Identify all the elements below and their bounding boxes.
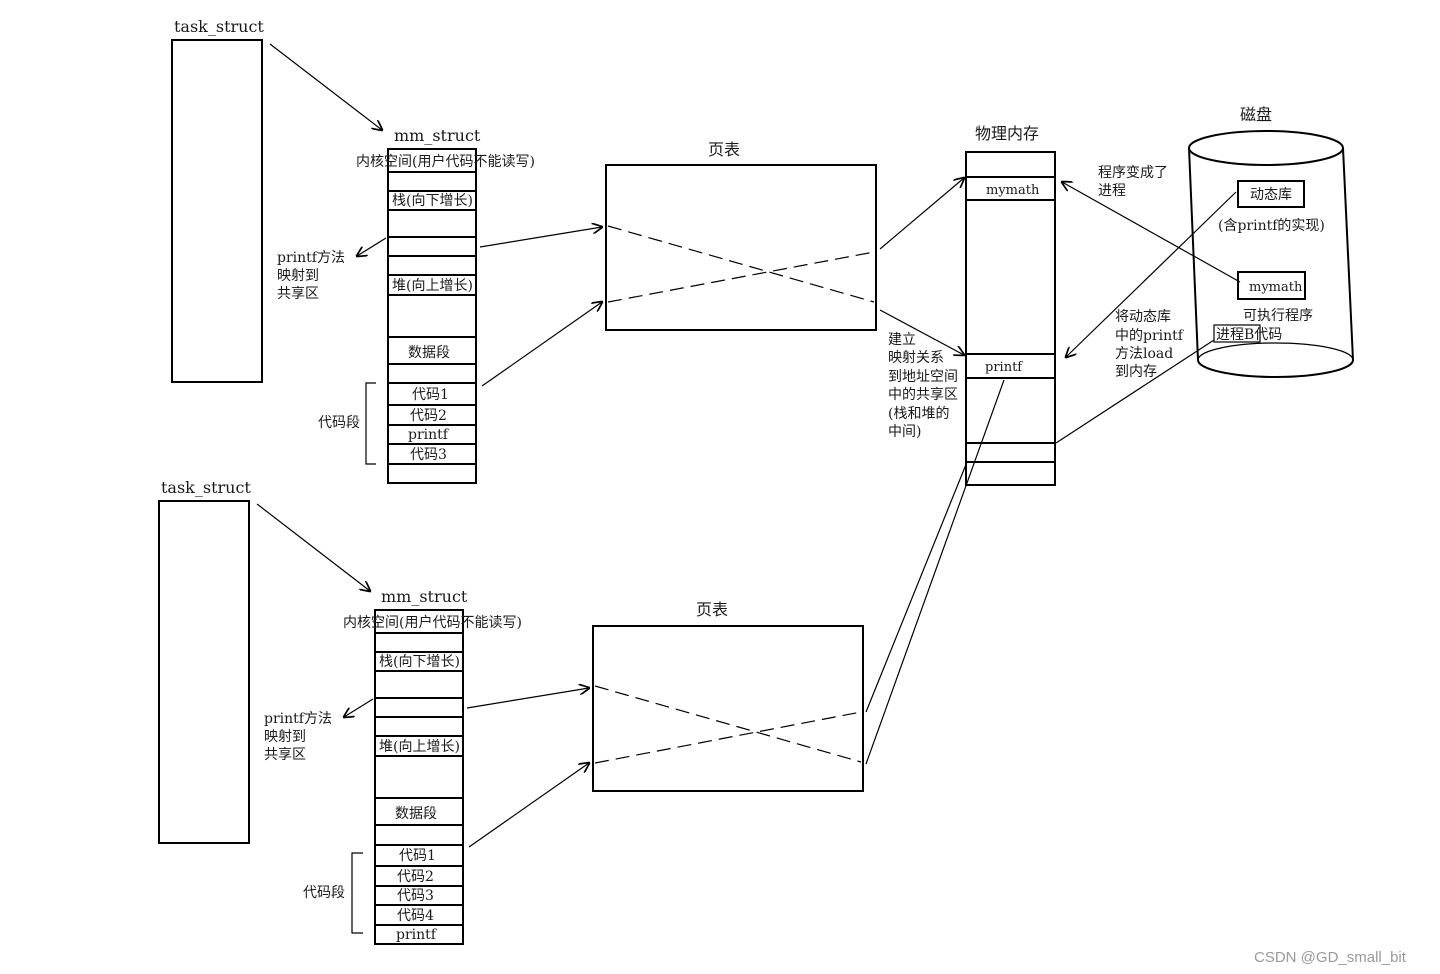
physical-memory-box [965, 151, 1056, 486]
mm-to-pagetable-a-arrow-2 [481, 302, 602, 387]
mm-to-pagetable-b-arrow-2 [468, 763, 589, 848]
task-struct-b-box [158, 500, 250, 844]
code-row-b-2: 代码2 [397, 869, 434, 885]
mm-struct-a-label: mm_struct [394, 126, 481, 145]
stack-b-label: 栈(向下增长) [379, 654, 460, 670]
dynlib-load-arrow [1066, 191, 1237, 357]
shared-note-b-3: 共享区 [264, 746, 306, 763]
page-table-b-label: 页表 [696, 600, 728, 619]
mm-struct-b-box [374, 609, 464, 945]
disk-dynlib-box [1237, 180, 1305, 208]
task-struct-b-label: task_struct [161, 478, 251, 497]
task-to-mm-b-arrow [256, 503, 370, 591]
shared-a-arrow [357, 237, 387, 256]
page-table-b-dash-1 [594, 685, 862, 763]
process-a: task_struct mm_struct 内核空间(用户代码不能读写) 栈(向… [171, 17, 964, 484]
memory-printf-label: printf [985, 360, 1023, 375]
load-note-4: 到内存 [1115, 364, 1157, 380]
pagetable-a-to-printf-arrow [879, 309, 964, 355]
disk-dynlib-label: 动态库 [1250, 187, 1292, 203]
cross-arrows: 程序变成了 进程 将动态库 中的printf 方法load 到内存 [1055, 165, 1241, 444]
mm-struct-b-label: mm_struct [381, 587, 468, 606]
heap-a-label: 堆(向上增长) [392, 278, 473, 294]
page-table-a-dash-2 [607, 251, 875, 303]
data-segment-a-label: 数据段 [408, 345, 450, 361]
code-segment-b-brace [351, 852, 363, 934]
disk-dynlib-note: (含printf的实现) [1218, 218, 1325, 234]
code-row-b-1: 代码1 [399, 848, 436, 864]
load-note-2: 中的printf [1115, 328, 1185, 344]
watermark: CSDN @GD_small_bit [1254, 949, 1407, 966]
disk-procb-note: 进程B代码 [1216, 327, 1282, 343]
page-table-b-dash-2 [594, 711, 862, 764]
memory-mymath-label: mymath [986, 183, 1040, 198]
pagetable-a-to-mymath-arrow [879, 178, 964, 250]
mapping-note-4: 中的共享区 [888, 386, 958, 403]
heap-b-label: 堆(向上增长) [379, 739, 460, 755]
code-row-a-4: 代码3 [410, 447, 447, 463]
code-segment-a-label: 代码段 [318, 415, 360, 431]
disk-mymath-box [1237, 271, 1306, 300]
to-process-note-2: 进程 [1098, 183, 1126, 199]
pagetable-b-to-memory-line-1 [865, 461, 968, 713]
kernel-space-b-label: 内核空间(用户代码不能读写) [343, 614, 522, 631]
disk-mymath-label: mymath [1249, 280, 1303, 295]
mm-to-pagetable-a-arrow-1 [479, 227, 602, 248]
shared-note-b-1: printf方法 [264, 711, 332, 727]
shared-note-a-2: 映射到 [277, 268, 319, 284]
disk-top-ellipse [1188, 130, 1344, 166]
load-note-3: 方法load [1115, 346, 1173, 362]
page-table-a-label: 页表 [708, 140, 740, 159]
procb-load-line [1055, 339, 1215, 444]
code-row-b-4: 代码4 [397, 908, 434, 924]
mapping-note-6: 中间) [888, 424, 921, 440]
physical-memory-title: 物理内存 [975, 124, 1039, 143]
code-segment-b-label: 代码段 [303, 885, 345, 901]
task-struct-a-label: task_struct [174, 17, 264, 36]
mm-to-pagetable-b-arrow-1 [466, 688, 589, 709]
code-row-a-1: 代码1 [412, 387, 449, 403]
mapping-note-1: 建立 [888, 332, 916, 348]
disk-bottom-arc [1197, 359, 1354, 378]
mapping-note-2: 映射关系 [888, 350, 944, 366]
stack-a-label: 栈(向下增长) [392, 193, 473, 209]
mm-struct-a-box [387, 148, 477, 484]
mapping-note-5: (栈和堆的 [888, 406, 949, 422]
shared-note-a-3: 共享区 [277, 285, 319, 302]
disk-exec-note: 可执行程序 [1243, 308, 1313, 324]
shared-note-b-2: 映射到 [264, 729, 306, 745]
code-row-b-3: 代码3 [397, 888, 434, 904]
kernel-space-a-label: 内核空间(用户代码不能读写) [356, 153, 535, 170]
code-row-b-5: printf [396, 927, 438, 943]
to-process-note-1: 程序变成了 [1098, 165, 1168, 181]
disk: 磁盘 动态库 (含printf的实现) mymath 可执行程序 进程B代码 [1188, 105, 1354, 378]
task-struct-a-box [171, 39, 263, 383]
page-table-a-box [605, 164, 877, 331]
shared-note-a-1: printf方法 [277, 250, 345, 266]
shared-b-arrow [344, 698, 374, 717]
disk-title: 磁盘 [1240, 105, 1272, 124]
load-note-1: 将动态库 [1115, 309, 1171, 325]
mapping-note-3: 到地址空间 [888, 369, 958, 385]
disk-procb-box [1213, 324, 1261, 343]
mymath-load-arrow [1062, 182, 1241, 283]
physical-memory: 物理内存 mymath printf 建立 映射关系 到地址空间 中的共享区 (… [888, 124, 1056, 486]
code-segment-a-brace [365, 382, 376, 465]
page-table-b-box [592, 625, 864, 792]
code-row-a-2: 代码2 [410, 408, 447, 424]
code-row-a-3: printf [408, 427, 450, 443]
data-segment-b-label: 数据段 [395, 806, 437, 822]
process-b: task_struct mm_struct 内核空间(用户代码不能读写) 栈(向… [158, 379, 1005, 945]
task-to-mm-a-arrow [269, 43, 382, 130]
pagetable-b-to-printf-line-2 [865, 379, 1005, 765]
page-table-a-dash-1 [607, 225, 875, 303]
